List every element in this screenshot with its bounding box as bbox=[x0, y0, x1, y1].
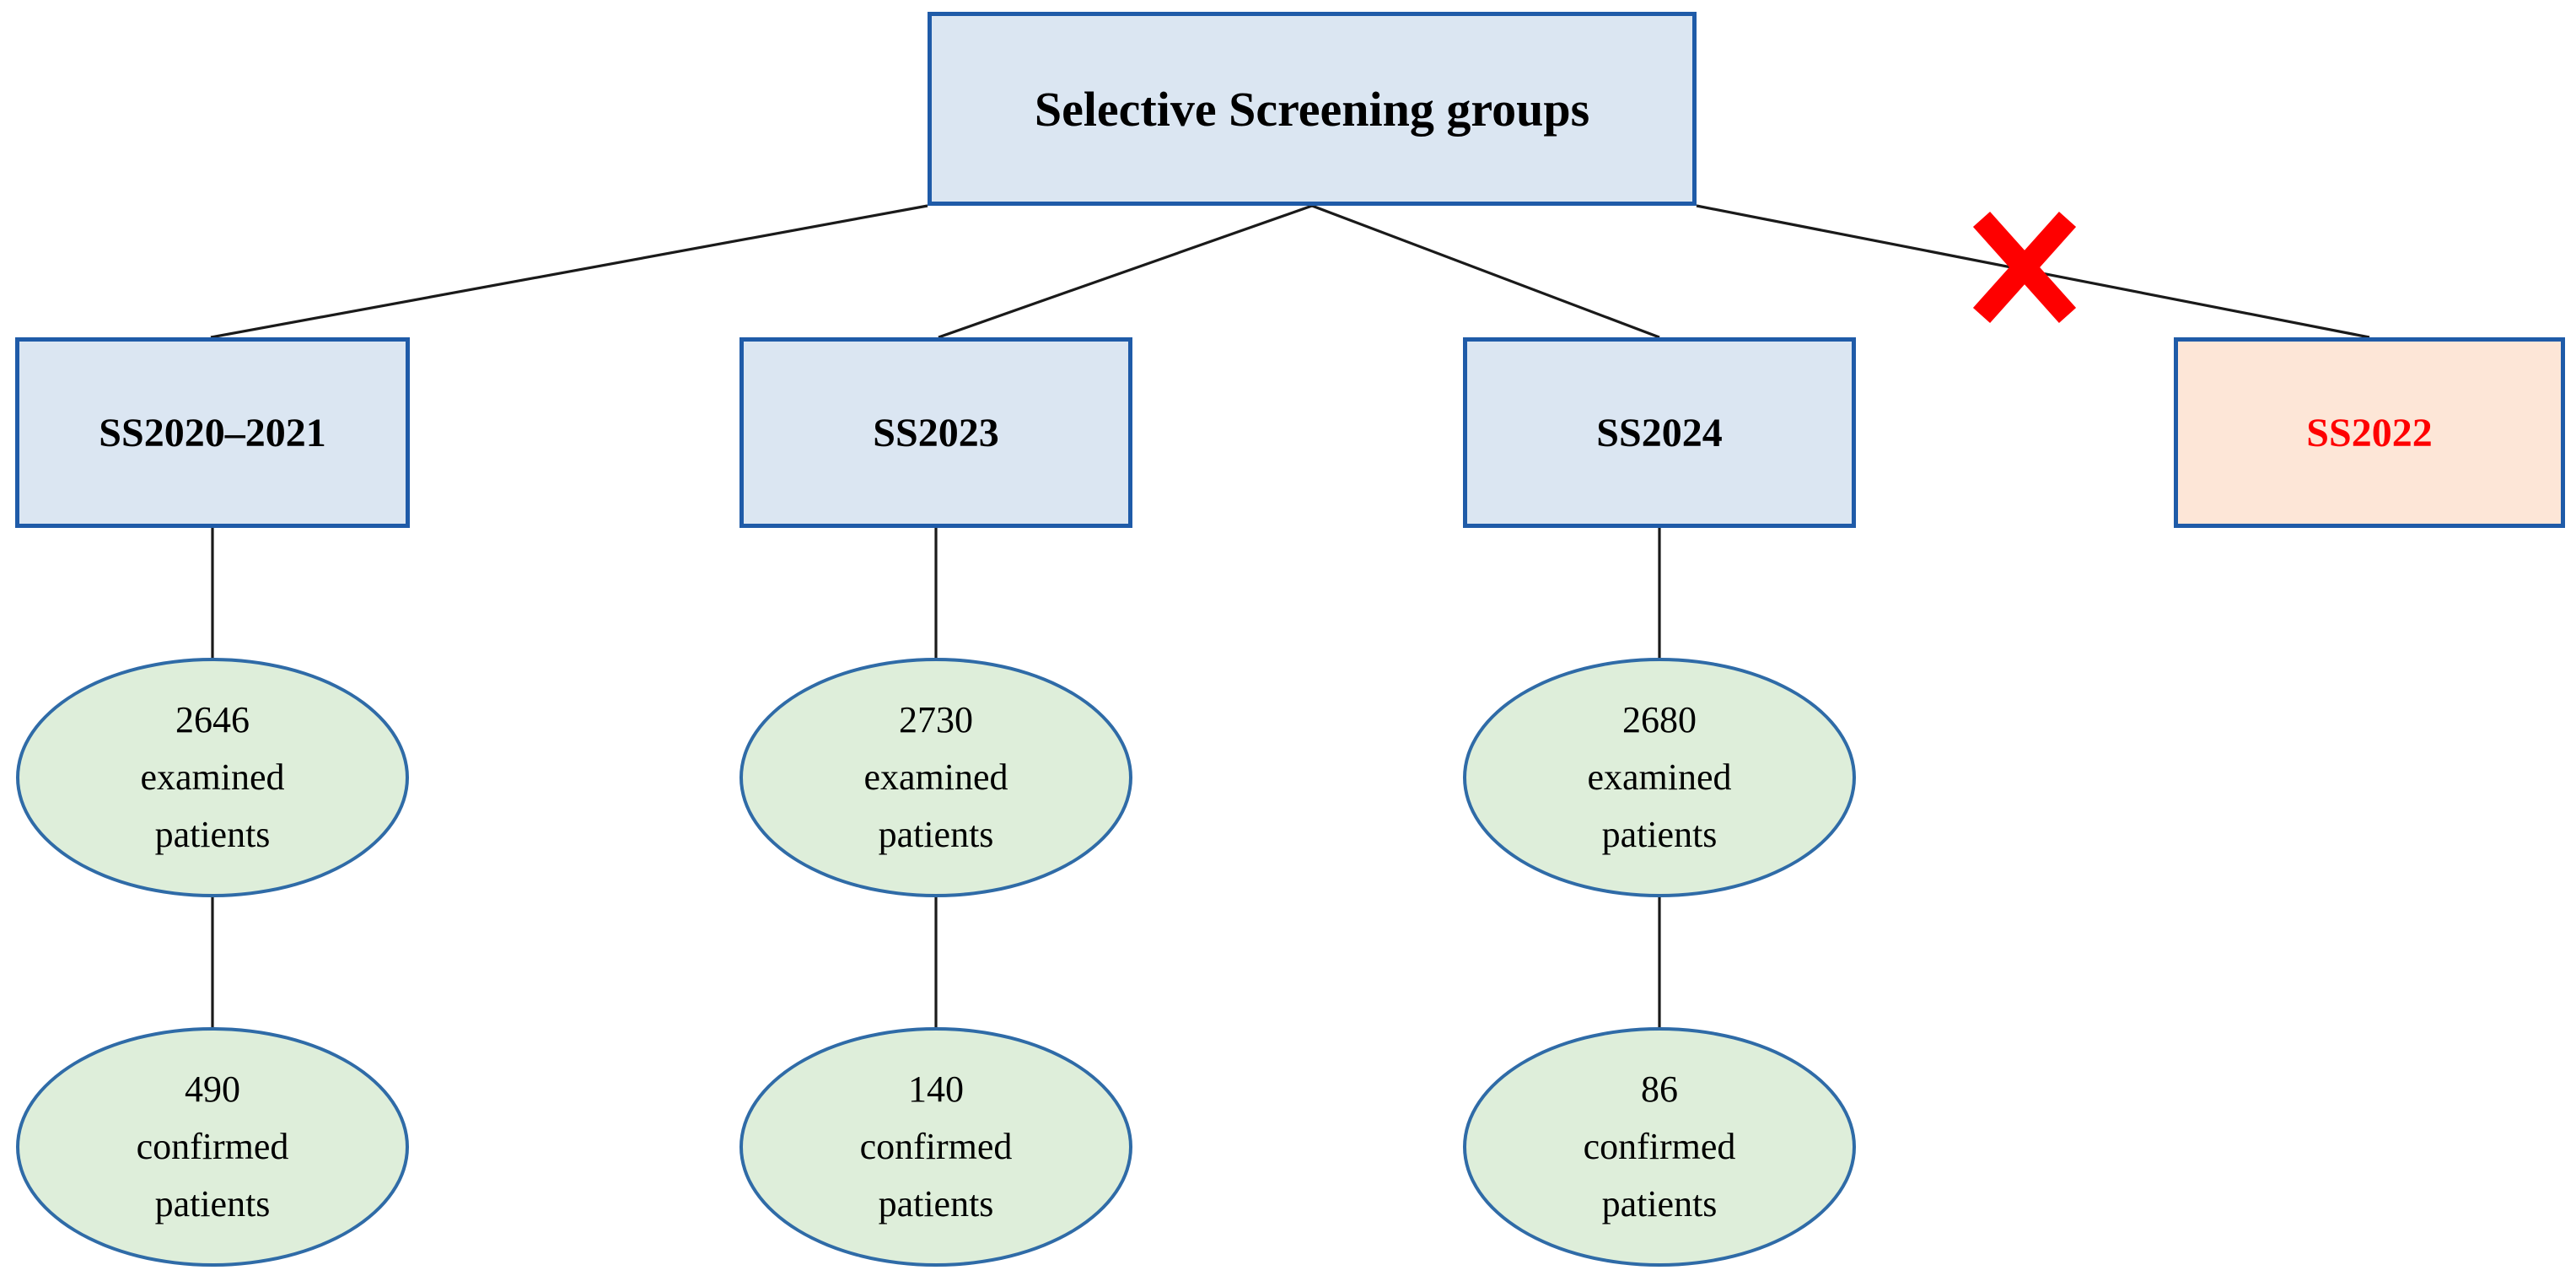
node-confirmed-ss2024: 86 confirmed patients bbox=[1463, 1027, 1856, 1267]
node-confirmed-ss2020-2021: 490 confirmed patients bbox=[16, 1027, 409, 1267]
connector-root-to-ss2023 bbox=[938, 204, 1313, 339]
patients-word: patients bbox=[878, 814, 994, 856]
group-label: SS2020–2021 bbox=[99, 410, 326, 455]
confirmed-word: confirmed bbox=[859, 1125, 1013, 1167]
node-ss2020-2021: SS2020–2021 bbox=[15, 337, 410, 528]
examined-word: examined bbox=[1587, 756, 1732, 798]
confirmed-count: 490 bbox=[185, 1068, 240, 1110]
confirmed-word: confirmed bbox=[1583, 1125, 1736, 1167]
examined-count: 2646 bbox=[175, 698, 250, 740]
node-confirmed-ss2023: 140 confirmed patients bbox=[739, 1027, 1132, 1267]
group-label: SS2024 bbox=[1596, 410, 1723, 455]
node-ss2024: SS2024 bbox=[1463, 337, 1856, 528]
node-selective-screening-groups: Selective Screening groups bbox=[928, 12, 1697, 206]
excluded-group-label: SS2022 bbox=[2306, 410, 2433, 455]
group-label: SS2023 bbox=[873, 410, 999, 455]
patients-word: patients bbox=[154, 814, 271, 856]
examined-count: 2680 bbox=[1622, 698, 1697, 740]
root-title-label: Selective Screening groups bbox=[1034, 81, 1590, 137]
patients-word: patients bbox=[1601, 814, 1718, 856]
node-examined-ss2024: 2680 examined patients bbox=[1463, 658, 1856, 897]
node-examined-ss2020-2021: 2646 examined patients bbox=[16, 658, 409, 897]
patients-word: patients bbox=[1601, 1183, 1718, 1225]
x-mark-icon bbox=[1972, 211, 2077, 324]
patients-word: patients bbox=[878, 1183, 994, 1225]
examined-count: 2730 bbox=[899, 698, 973, 740]
confirmed-count: 140 bbox=[908, 1068, 964, 1110]
connector-root-to-ss2020-2021 bbox=[210, 204, 928, 339]
connector-root-to-ss2024 bbox=[1311, 204, 1660, 339]
confirmed-word: confirmed bbox=[136, 1125, 289, 1167]
node-ss2022-excluded: SS2022 bbox=[2174, 337, 2565, 528]
node-examined-ss2023: 2730 examined patients bbox=[739, 658, 1132, 897]
confirmed-count: 86 bbox=[1641, 1068, 1678, 1110]
examined-word: examined bbox=[863, 756, 1008, 798]
examined-word: examined bbox=[140, 756, 285, 798]
patients-word: patients bbox=[154, 1183, 271, 1225]
node-ss2023: SS2023 bbox=[739, 337, 1132, 528]
